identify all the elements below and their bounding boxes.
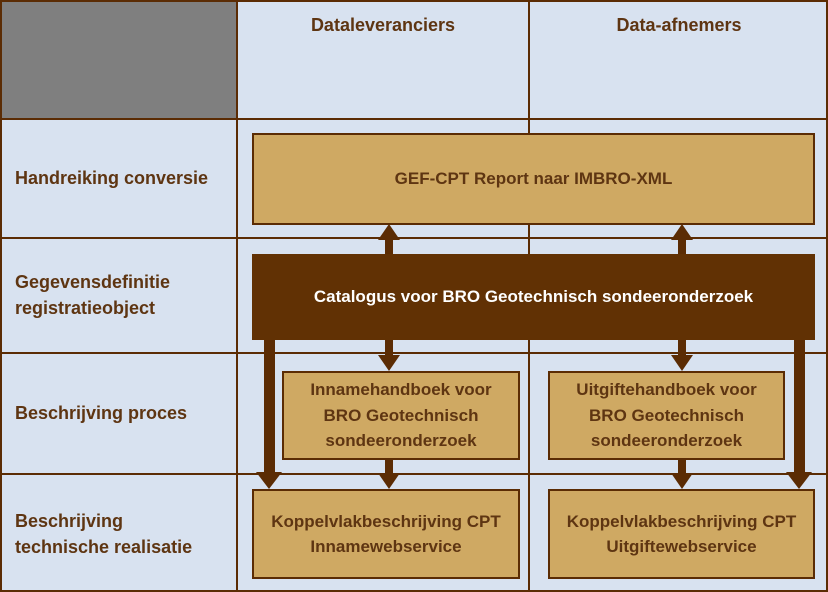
grid-vline-1 bbox=[236, 2, 238, 590]
box-uitgiftehandboek: Uitgiftehandboek voor BRO Geotechnisch s… bbox=[548, 371, 785, 460]
column-header-data-afnemers: Data-afnemers bbox=[616, 15, 742, 35]
row-label-beschrijving-proces: Beschrijving proces bbox=[15, 402, 188, 423]
box-gef-cpt-report: GEF-CPT Report naar IMBRO-XML bbox=[252, 133, 815, 225]
grid-hline-4 bbox=[2, 473, 826, 475]
grid-hline-2 bbox=[2, 237, 826, 239]
grid-hline-1 bbox=[2, 118, 826, 120]
box-innamehandboek-label: Innamehandboek voor BRO Geotechnisch son… bbox=[310, 380, 492, 451]
box-koppelvlak-inname: Koppelvlakbeschrijving CPT Innamewebserv… bbox=[252, 489, 520, 579]
grid-hline-3 bbox=[2, 352, 826, 354]
arrowhead-down-icon bbox=[671, 355, 693, 371]
arrowhead-down-icon bbox=[786, 472, 812, 489]
box-innamehandboek: Innamehandboek voor BRO Geotechnisch son… bbox=[282, 371, 520, 460]
row-label-gegevensdefinitie-registratieobject: Gegevensdefinitie registratieobject bbox=[15, 272, 171, 318]
arrowhead-down-icon bbox=[256, 472, 282, 489]
arrowhead-up-icon bbox=[671, 224, 693, 240]
arrowhead-down-icon bbox=[671, 473, 693, 489]
box-catalogus: Catalogus voor BRO Geotechnisch sondeero… bbox=[252, 254, 815, 340]
arrowhead-up-icon bbox=[378, 224, 400, 240]
arrowhead-down-icon bbox=[378, 473, 400, 489]
arrowhead-down-icon bbox=[378, 355, 400, 371]
row-label-handreiking-conversie: Handreiking conversie bbox=[15, 167, 209, 188]
box-koppelvlak-uitgifte: Koppelvlakbeschrijving CPT Uitgiftewebse… bbox=[548, 489, 815, 579]
box-gef-cpt-report-label: GEF-CPT Report naar IMBRO-XML bbox=[394, 169, 673, 189]
box-koppelvlak-inname-label: Koppelvlakbeschrijving CPT Innamewebserv… bbox=[271, 511, 501, 557]
box-uitgiftehandboek-label: Uitgiftehandboek voor BRO Geotechnisch s… bbox=[576, 380, 757, 451]
row-label-beschrijving-technische-realisatie: Beschrijving technische realisatie bbox=[15, 511, 193, 557]
box-catalogus-label: Catalogus voor BRO Geotechnisch sondeero… bbox=[313, 287, 754, 307]
box-koppelvlak-uitgifte-label: Koppelvlakbeschrijving CPT Uitgiftewebse… bbox=[566, 511, 797, 557]
column-header-dataleveranciers: Dataleveranciers bbox=[310, 15, 456, 35]
corner-cell bbox=[2, 2, 236, 118]
